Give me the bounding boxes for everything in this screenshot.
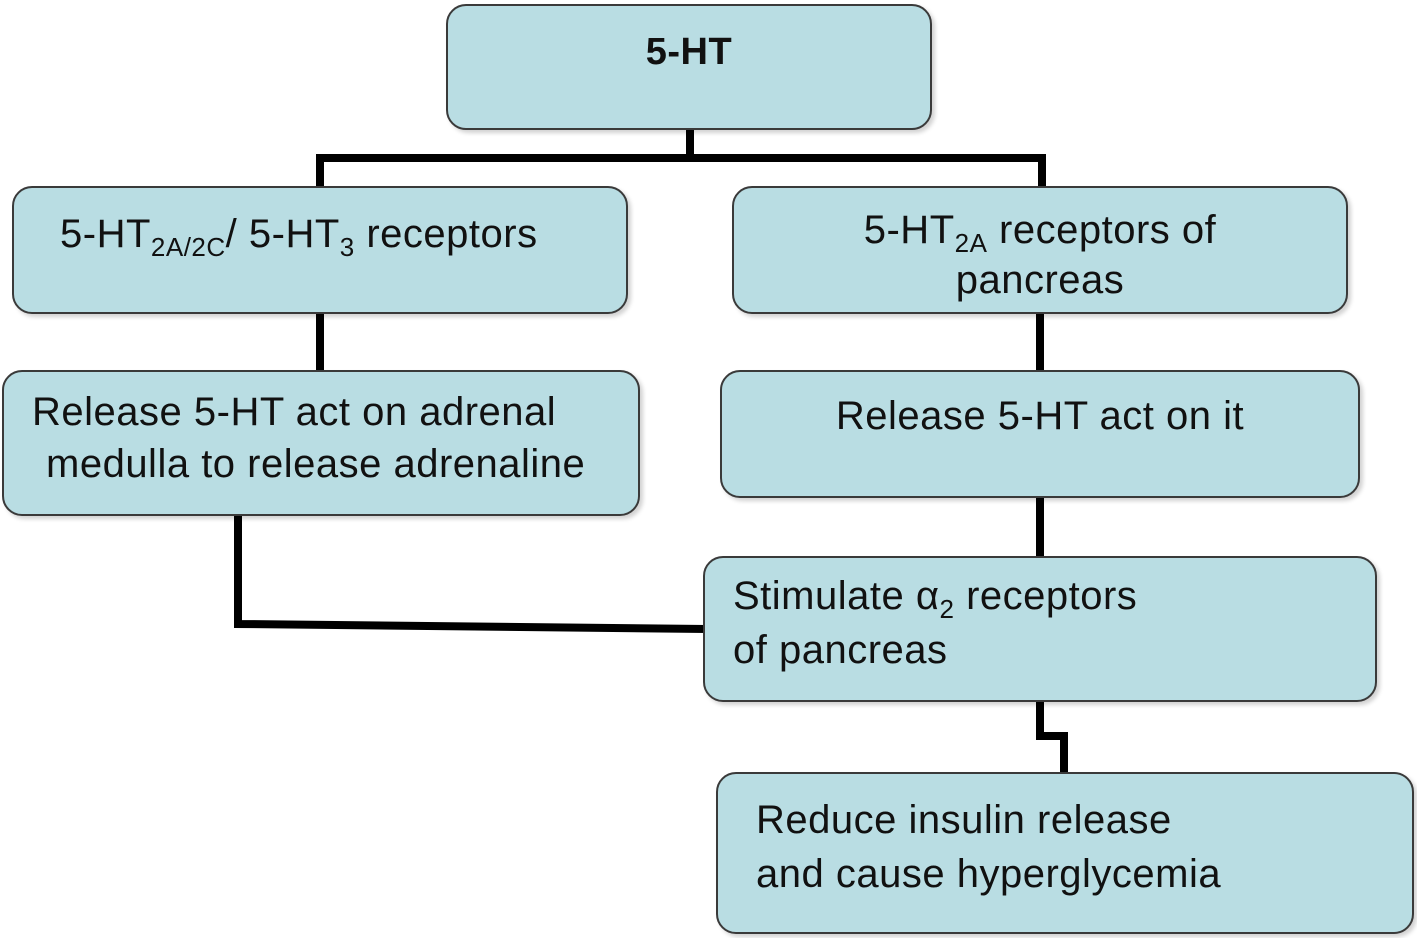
right-action-box: Release 5-HT act on it <box>720 370 1360 498</box>
left-receptor-middle: / 5-HT <box>225 212 340 256</box>
left-receptor-sub1: 2A/2C <box>150 232 226 262</box>
left-receptor-suffix: receptors <box>354 212 538 256</box>
left-receptor-label: 5-HT2A/2C/ 5-HT3 receptors <box>60 208 538 264</box>
right-receptor-box: 5-HT2A receptors of pancreas <box>732 186 1348 314</box>
stimulate-prefix: Stimulate <box>733 574 916 618</box>
left-receptor-prefix: 5-HT <box>60 212 151 256</box>
right-receptor-sub: 2A <box>954 228 988 258</box>
connector-stimulate-outcome <box>1036 698 1068 776</box>
alpha-symbol: α <box>915 574 940 618</box>
connector-left-action-stimulate <box>234 512 708 634</box>
right-receptor-line1: 5-HT2A receptors of <box>734 204 1346 260</box>
stimulate-line1: Stimulate α2 receptors <box>733 570 1137 626</box>
stimulate-box: Stimulate α2 receptors of pancreas <box>703 556 1377 702</box>
root-box: 5-HT <box>446 4 932 130</box>
right-action-label: Release 5-HT act on it <box>835 394 1245 438</box>
outcome-line2: and cause hyperglycemia <box>756 852 1222 896</box>
left-receptor-box: 5-HT2A/2C/ 5-HT3 receptors <box>12 186 628 314</box>
right-receptor-suffix: receptors of <box>987 208 1217 252</box>
right-receptor-prefix: 5-HT <box>863 208 955 252</box>
stimulate-suffix: receptors <box>954 574 1138 618</box>
root-label: 5-HT <box>645 31 733 73</box>
stimulate-line2: of pancreas <box>733 628 948 672</box>
left-receptor-sub2: 3 <box>339 232 355 262</box>
left-action-line1: Release 5-HT act on adrenal <box>32 390 557 434</box>
left-action-box: Release 5-HT act on adrenal medulla to r… <box>2 370 640 516</box>
outcome-line1: Reduce insulin release <box>756 798 1172 842</box>
left-action-line2: medulla to release adrenaline <box>46 442 586 486</box>
right-receptor-line2: pancreas <box>955 258 1125 302</box>
outcome-box: Reduce insulin release and cause hypergl… <box>716 772 1414 934</box>
alpha-sub: 2 <box>939 594 955 624</box>
